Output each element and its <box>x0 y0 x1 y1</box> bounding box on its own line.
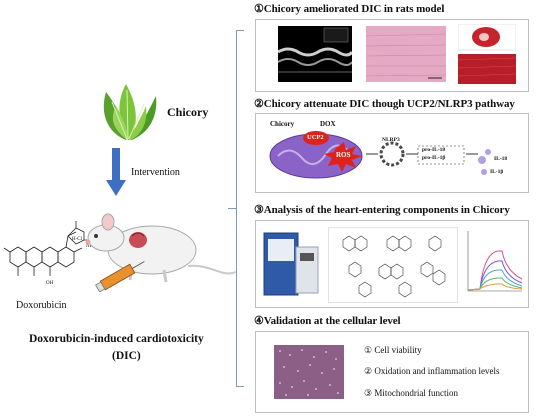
intervention-arrow <box>106 148 126 198</box>
echocardiography-image <box>277 26 354 82</box>
binding-curve-chart <box>460 227 524 301</box>
dic-title: Doxorubicin-induced cardiotoxicity <box>29 333 204 345</box>
pathway-il1b: IL-1β <box>490 169 504 175</box>
pathway-ros: ROS <box>336 151 351 159</box>
bracket-tick-bottom <box>236 386 244 387</box>
pathway-pro-il1b: pro-IL-1β <box>422 155 446 161</box>
dic-abbr: (DIC) <box>112 350 141 362</box>
pathway-ucp2: UCP2 <box>307 134 324 141</box>
compound-structures <box>328 227 458 303</box>
pathway-il18: IL-18 <box>494 156 508 162</box>
doxorubicin-label: Doxorubicin <box>16 300 67 311</box>
heart-section-image <box>457 23 517 84</box>
structure-oh: OH <box>46 281 54 286</box>
panel1-box <box>255 19 529 92</box>
histology-image <box>365 26 447 82</box>
syringe-illustration <box>92 258 150 293</box>
panel4-title: ④Validation at the cellular level <box>254 315 401 327</box>
bracket-line <box>236 30 237 386</box>
panel2-title: ②Chicory attenuate DIC though UCP2/NLRP3… <box>254 98 515 110</box>
panel3-box <box>255 220 529 308</box>
validation-item-1: ① Cell viability <box>364 345 422 355</box>
structure-hcl: H-Cl <box>72 237 82 242</box>
bracket-tick-mid <box>228 208 236 209</box>
validation-item-3: ③ Mitochondrial function <box>364 388 459 398</box>
pathway-dox: DOX <box>320 120 336 128</box>
lc-ms-instrument <box>260 229 320 299</box>
panel4-box: ① Cell viability ② Oxidation and inflamm… <box>255 331 529 413</box>
chicory-label: Chicory <box>167 105 209 119</box>
structure-nh2: NH₂ <box>86 244 95 249</box>
rat-illustration <box>72 206 238 298</box>
panel3-title: ③Analysis of the heart-entering componen… <box>254 204 510 216</box>
pathway-chicory: Chicory <box>270 120 295 128</box>
chicory-plant-illustration <box>96 82 162 142</box>
intervention-label: Intervention <box>131 167 180 178</box>
pathway-diagram <box>269 131 491 179</box>
pathway-nlrp3: NLRP3 <box>382 137 400 143</box>
bracket-tick-top <box>236 30 244 31</box>
pathway-pro-il18: pro-IL-18 <box>422 147 446 153</box>
panel1-title: ①Chicory ameliorated DIC in rats model <box>254 3 445 15</box>
panel2-box: Chicory DOX UCP2 ROS NLRP3 pro-IL-18 pro… <box>255 113 529 193</box>
validation-item-2: ② Oxidation and inflammation levels <box>364 366 500 376</box>
cell-microscopy-image <box>274 345 344 399</box>
